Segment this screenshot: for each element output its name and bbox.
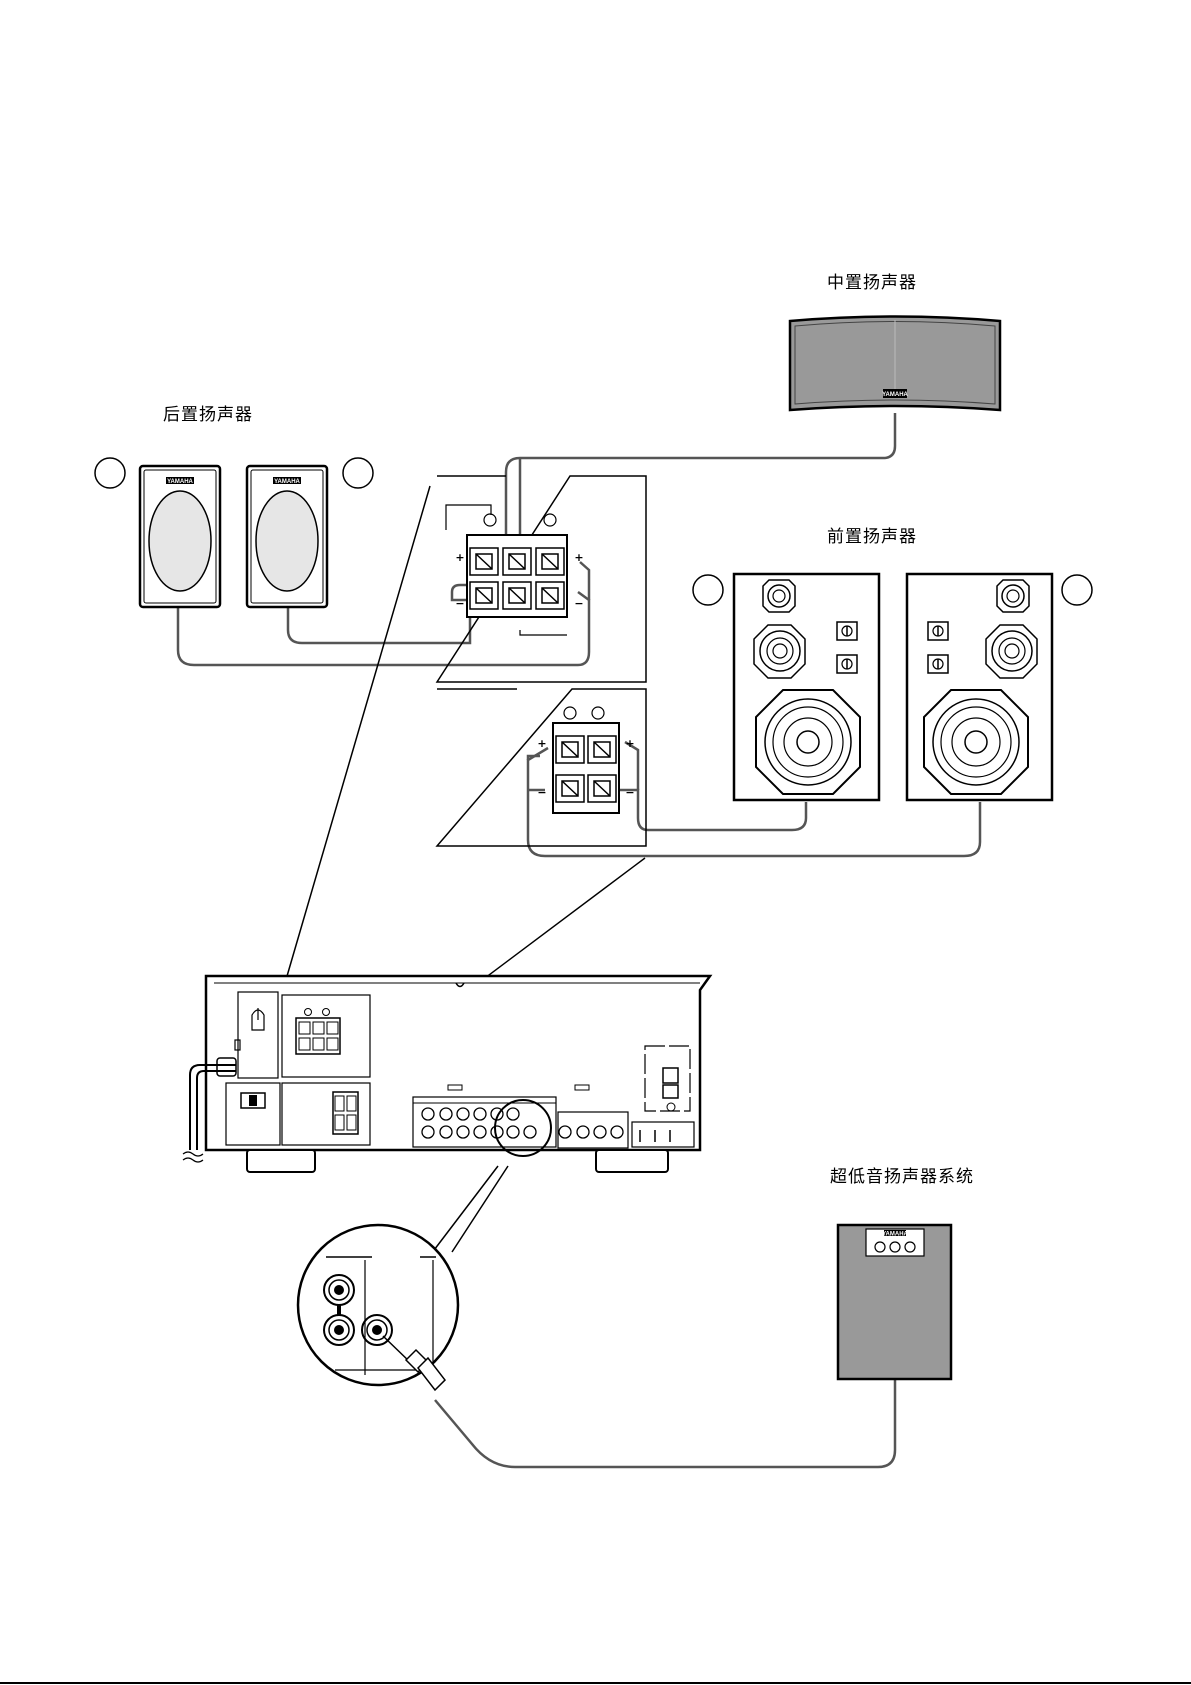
rear-indicator-1	[484, 514, 496, 526]
rear-right-cone	[256, 491, 318, 591]
front-right-marker	[693, 575, 723, 605]
subwoofer-cable	[435, 1380, 895, 1467]
front-indicator-2	[592, 707, 604, 719]
rear-center-terminal-zoom: + + − −	[437, 476, 646, 682]
rear-right-brand-text: YAMAHA	[274, 479, 300, 485]
receiver-rear-panel	[183, 976, 710, 1172]
rear-left-brand-text: YAMAHA	[167, 479, 193, 485]
subwoofer-output-zoom	[298, 1225, 458, 1390]
front-plus-mark-left: +	[537, 737, 546, 750]
center-brand-text: YAMAHA	[882, 392, 908, 398]
rear-plus-mark-right: +	[574, 551, 583, 564]
rear-right-speaker: YAMAHA	[247, 458, 373, 607]
front-plus-mark-right: +	[625, 737, 634, 750]
center-speaker: YAMAHA	[790, 317, 1000, 411]
front-left-marker	[1062, 575, 1092, 605]
rear-minus-mark-right: −	[574, 597, 583, 610]
front-right-speaker	[693, 574, 879, 800]
subwoofer-speaker: YAMAHA	[838, 1225, 951, 1379]
front-minus-mark-left: −	[537, 786, 546, 799]
front-terminal-zoom: + + − −	[437, 689, 646, 846]
front-indicator-1	[564, 707, 576, 719]
front-minus-mark-right: −	[625, 786, 634, 799]
rear-minus-mark-left: −	[455, 597, 464, 610]
subwoofer-brand-text: YAMAHA	[882, 1232, 908, 1238]
rear-left-speaker: YAMAHA	[95, 458, 220, 607]
front-left-speaker	[907, 574, 1092, 800]
rear-left-marker	[95, 458, 125, 488]
rear-indicator-2	[544, 514, 556, 526]
rear-right-marker	[343, 458, 373, 488]
rear-plus-mark-left: +	[455, 551, 464, 564]
rear-left-cone	[149, 491, 211, 591]
